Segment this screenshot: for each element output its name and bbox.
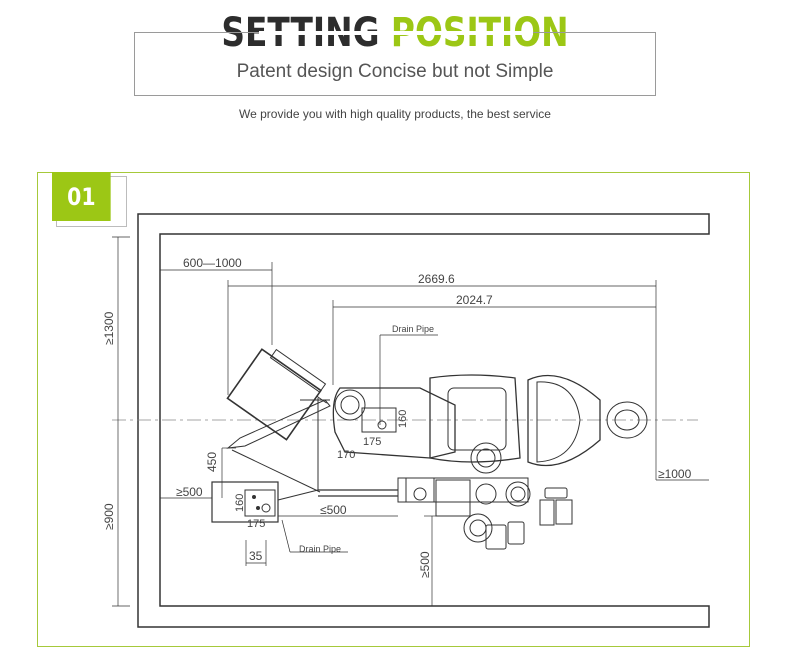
dim-label-600-1000: 600—1000	[183, 256, 242, 270]
subtitle-box: Patent design Concise but not Simple	[134, 31, 656, 96]
subtitle-box-gap	[259, 31, 533, 35]
dim-label-170: 170	[337, 449, 355, 461]
room-wall-outer	[137, 213, 710, 628]
dim-label-160-bottom: 160	[234, 494, 246, 512]
dim-label-450: 450	[205, 452, 219, 472]
dim-label-175-bottom: 175	[247, 518, 265, 530]
cart-arm	[226, 399, 331, 449]
assistant-cart	[226, 348, 327, 441]
dim-label-500-mid: ≤500	[320, 503, 347, 517]
dim-label-2669: 2669.6	[418, 272, 455, 286]
dim-label-900: ≥900	[102, 503, 116, 530]
drain-pipe-label-bottom: Drain Pipe	[299, 544, 341, 554]
subtitle: Patent design Concise but not Simple	[236, 61, 554, 82]
dim-label-500-left: ≥500	[176, 485, 203, 499]
dim-label-160-top: 160	[397, 410, 409, 428]
spittoon-box	[211, 481, 279, 523]
drain-pipe-label-top: Drain Pipe	[392, 324, 434, 334]
dental-chair	[300, 374, 648, 490]
section-badge: 01	[52, 172, 111, 221]
dim-label-35: 35	[249, 549, 263, 563]
dim-label-1300: ≥1300	[102, 311, 116, 345]
dim-label-175-top: 175	[363, 436, 381, 448]
tagline: We provide you with high quality product…	[239, 107, 551, 121]
dim-label-2024: 2024.7	[456, 293, 493, 307]
section-frame	[37, 172, 750, 647]
delivery-base	[397, 442, 573, 550]
dim-label-1000: ≥1000	[658, 467, 692, 481]
dim-label-500-bottom: ≥500	[418, 551, 432, 578]
